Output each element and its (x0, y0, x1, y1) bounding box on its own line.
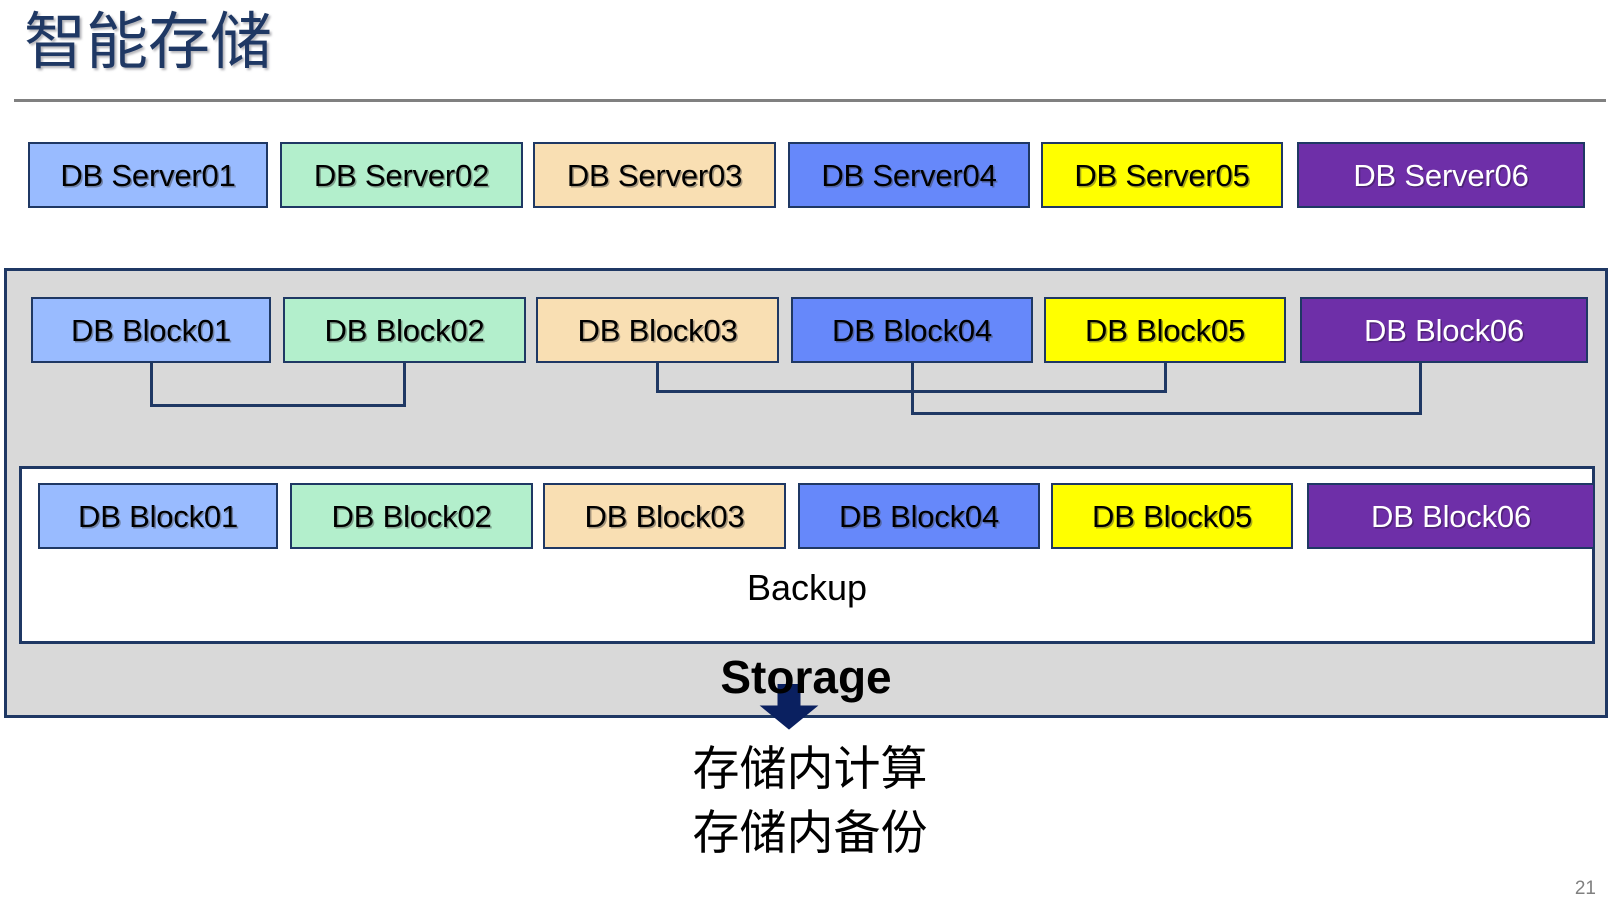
backup-block-05[interactable]: DB Block05 (1051, 483, 1293, 549)
db-server-03[interactable]: DB Server03 (533, 142, 776, 208)
backup-block-06-label: DB Block06 (1371, 498, 1531, 534)
connector-block-02-drop (403, 363, 406, 407)
down-arrow-icon (759, 683, 819, 730)
db-server-04[interactable]: DB Server04 (788, 142, 1030, 208)
page-number: 21 (1574, 878, 1596, 899)
db-server-01-label: DB Server01 (60, 157, 236, 193)
backup-block-05-label: DB Block05 (1092, 498, 1252, 534)
db-server-06-label: DB Server06 (1353, 157, 1529, 193)
backup-block-02[interactable]: DB Block02 (290, 483, 533, 549)
db-server-02[interactable]: DB Server02 (280, 142, 523, 208)
backup-block-04[interactable]: DB Block04 (798, 483, 1040, 549)
connector-block-04-drop (911, 363, 914, 415)
storage-block-01-label: DB Block01 (71, 312, 231, 348)
storage-block-06-label: DB Block06 (1364, 312, 1524, 348)
db-server-05[interactable]: DB Server05 (1041, 142, 1283, 208)
connector-block-03-drop (656, 363, 659, 393)
db-server-06[interactable]: DB Server06 (1297, 142, 1585, 208)
caption-line-1: 存储内计算 (692, 742, 928, 795)
storage-block-02-label: DB Block02 (324, 312, 485, 348)
backup-block-02-label: DB Block02 (331, 498, 492, 534)
db-server-02-label: DB Server02 (313, 157, 490, 193)
backup-block-01[interactable]: DB Block01 (38, 483, 278, 549)
storage-container: DB Block01 DB Block02 DB Block03 DB Bloc… (4, 268, 1608, 730)
backup-panel: DB Block01 DB Block02 DB Block03 DB Bloc… (19, 466, 1595, 644)
db-server-04-label: DB Server04 (821, 157, 997, 193)
storage-block-04-label: DB Block04 (832, 312, 992, 348)
storage-block-04[interactable]: DB Block04 (791, 297, 1033, 363)
storage-block-02[interactable]: DB Block02 (283, 297, 526, 363)
backup-block-03[interactable]: DB Block03 (543, 483, 786, 549)
storage-block-05[interactable]: DB Block05 (1044, 297, 1286, 363)
storage-label: Storage (720, 651, 892, 703)
db-server-03-label: DB Server03 (566, 157, 743, 193)
storage-block-03[interactable]: DB Block03 (536, 297, 779, 363)
storage-block-05-label: DB Block05 (1085, 312, 1245, 348)
connector-join-bar-a (150, 404, 406, 407)
backup-block-04-label: DB Block04 (839, 498, 999, 534)
caption-line-2: 存储内备份 (692, 806, 928, 859)
title-divider (14, 99, 1606, 102)
page-title: 智能存储 (24, 8, 273, 77)
backup-block-06[interactable]: DB Block06 (1307, 483, 1595, 549)
storage-block-06[interactable]: DB Block06 (1300, 297, 1588, 363)
connector-join-bar-c (911, 412, 1422, 415)
connector-block-06-drop (1419, 363, 1422, 415)
db-server-01[interactable]: DB Server01 (28, 142, 268, 208)
backup-block-01-label: DB Block01 (78, 498, 238, 534)
storage-block-03-label: DB Block03 (577, 312, 738, 348)
connector-block-05-drop (1164, 363, 1167, 393)
connector-block-01-drop (150, 363, 153, 407)
backup-label: Backup (746, 567, 868, 608)
backup-block-03-label: DB Block03 (584, 498, 745, 534)
db-server-05-label: DB Server05 (1074, 157, 1250, 193)
storage-block-01[interactable]: DB Block01 (31, 297, 271, 363)
